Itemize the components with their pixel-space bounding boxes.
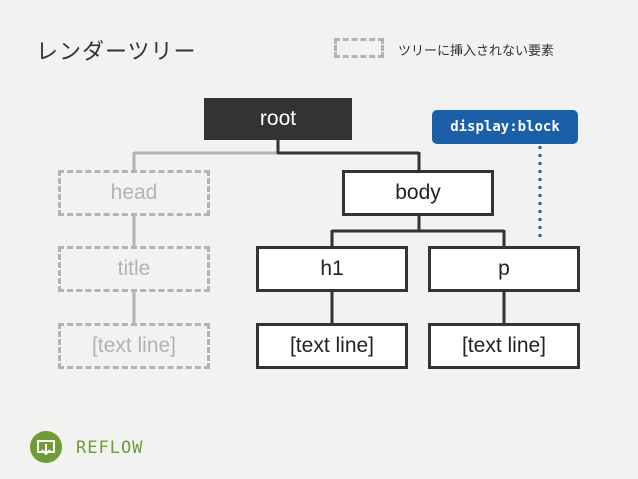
reflow-label: REFLOW [76, 438, 144, 458]
head-text-node: [text line] [58, 323, 210, 369]
page-title: レンダーツリー [36, 40, 197, 65]
h1-text-node: [text line] [256, 323, 408, 369]
display-block-badge: display:block [432, 110, 578, 144]
p-node: p [428, 246, 580, 292]
excluded-connectors [132, 140, 280, 323]
body-node: body [342, 170, 494, 216]
legend-dashed-swatch [334, 38, 384, 58]
h1-node: h1 [256, 246, 408, 292]
title-node: title [58, 246, 210, 292]
p-text-node: [text line] [428, 323, 580, 369]
reflow-icon [30, 431, 62, 463]
head-node: head [58, 170, 210, 216]
render-connectors [276, 140, 506, 323]
legend-label: ツリーに挿入されない要素 [398, 44, 555, 59]
root-node: root [204, 98, 352, 140]
